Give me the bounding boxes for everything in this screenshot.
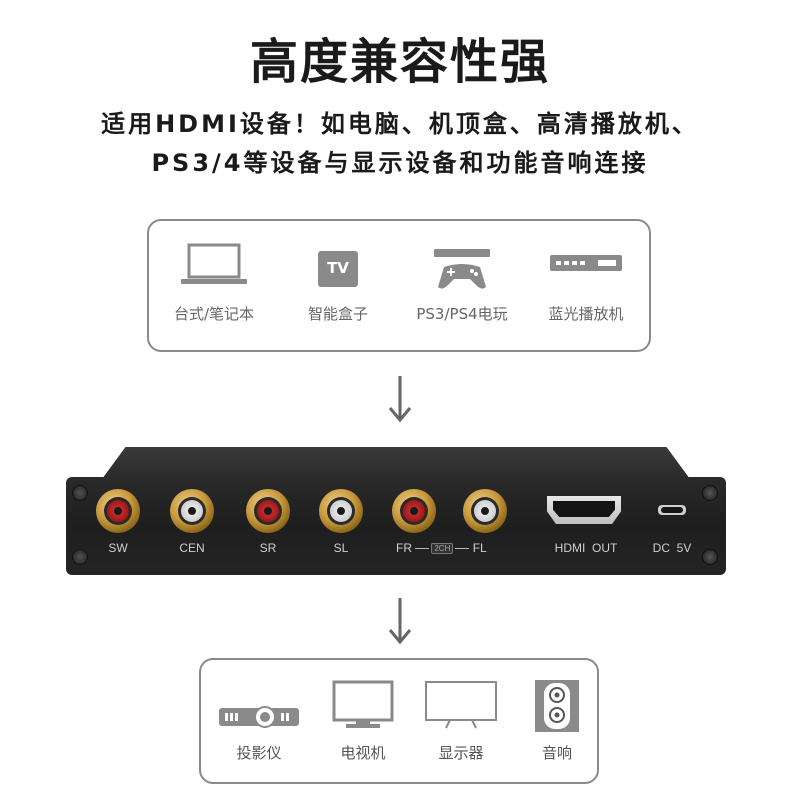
audio-extractor-device: SW CEN SR SL FR 2CH FL HDMI OUT DC 5V — [66, 447, 726, 577]
subtitle-line-2: PS3/4等设备与显示设备和功能音响连接 — [151, 149, 649, 177]
source-bluray: 蓝光播放机 — [523, 221, 649, 350]
tv-box-icon: TV — [318, 251, 358, 287]
source-laptop: 台式/笔记本 — [151, 221, 277, 350]
dc-5v-label: DC 5V — [652, 541, 692, 555]
speaker-icon — [535, 680, 579, 732]
port-label-fl: FL — [472, 541, 487, 555]
output-speaker: 音响 — [507, 660, 607, 782]
source-devices-panel: 台式/笔记本 TV 智能盒子 PS3/PS4电玩 蓝光播放机 — [147, 219, 651, 352]
tv-icon — [332, 680, 394, 728]
arrow-down-icon — [388, 598, 412, 645]
divider — [415, 548, 430, 550]
divider — [455, 548, 470, 550]
output-label: 投影仪 — [236, 744, 282, 762]
screw-icon — [702, 485, 718, 501]
source-label: 蓝光播放机 — [548, 305, 624, 323]
rca-port-fl — [463, 489, 507, 533]
source-label: PS3/PS4电玩 — [416, 305, 508, 323]
port-label-fr: FR — [396, 541, 412, 555]
rca-port-sr — [246, 489, 290, 533]
hdmi-port — [547, 496, 621, 524]
dc-power-port — [658, 505, 686, 515]
port-label-sl: SL — [333, 541, 349, 555]
output-projector: 投影仪 — [209, 660, 309, 782]
page-title: 高度兼容性强 — [249, 34, 550, 90]
output-tv: 电视机 — [313, 660, 413, 782]
source-tv-box: TV 智能盒子 — [275, 221, 401, 350]
rca-port-sl — [319, 489, 363, 533]
output-devices-panel: 投影仪 电视机 显示器 音响 — [199, 658, 599, 784]
source-game-console: PS3/PS4电玩 — [399, 221, 525, 350]
port-label-fr-fl: FR 2CH FL — [396, 541, 506, 555]
port-label-sr: SR — [259, 541, 277, 555]
rca-port-fr — [392, 489, 436, 533]
subtitle-line-1: 适用HDMI设备！如电脑、机顶盒、高清播放机、 — [101, 110, 699, 138]
output-label: 音响 — [541, 744, 572, 762]
source-label: 智能盒子 — [307, 305, 368, 323]
screw-icon — [72, 485, 88, 501]
screw-icon — [72, 549, 88, 565]
monitor-icon — [425, 681, 497, 729]
laptop-icon — [181, 243, 247, 284]
device-front-panel: SW CEN SR SL FR 2CH FL HDMI OUT DC 5V — [66, 477, 726, 575]
arrow-down-icon — [388, 376, 412, 423]
rca-port-cen — [170, 489, 214, 533]
port-label-sw: SW — [108, 541, 128, 555]
rca-port-sw — [96, 489, 140, 533]
game-console-icon — [434, 249, 490, 289]
device-top-surface — [102, 447, 690, 479]
projector-icon — [219, 706, 299, 728]
output-label: 显示器 — [438, 744, 484, 762]
tv-badge: TV — [327, 259, 349, 277]
port-label-cen: CEN — [179, 541, 205, 555]
ch-badge: 2CH — [431, 543, 454, 555]
output-monitor: 显示器 — [411, 660, 511, 782]
bluray-player-icon — [550, 255, 622, 271]
source-label: 台式/笔记本 — [173, 305, 255, 323]
screw-icon — [702, 549, 718, 565]
hdmi-out-label: HDMI OUT — [554, 541, 618, 555]
output-label: 电视机 — [340, 744, 386, 762]
